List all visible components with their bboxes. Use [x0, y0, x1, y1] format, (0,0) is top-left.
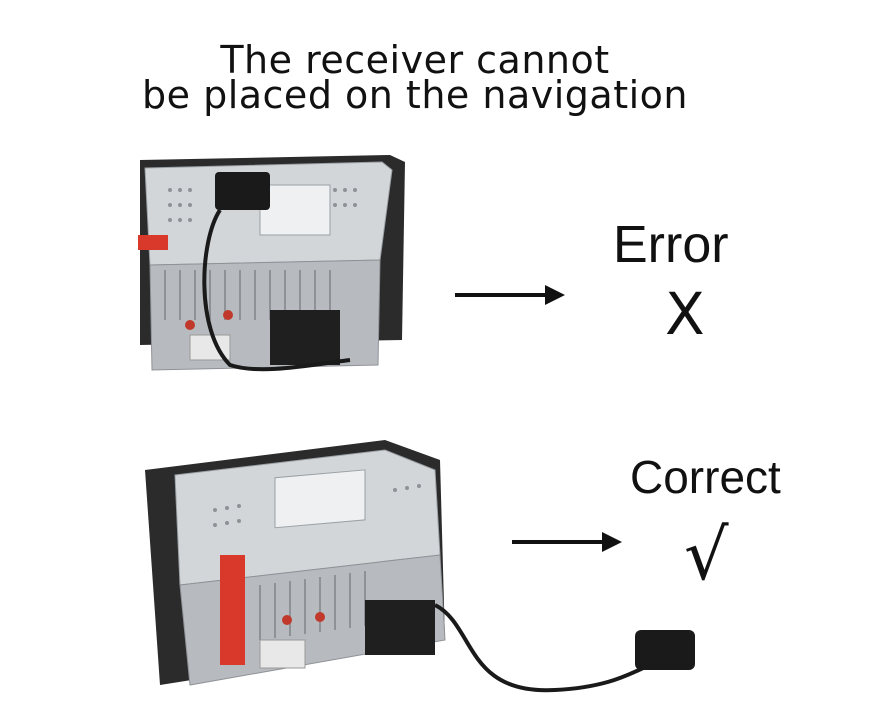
error-label: Error [613, 216, 729, 274]
cross-icon: X [665, 280, 705, 348]
head-unit-incorrect-image [138, 155, 405, 372]
title-line-2: be placed on the navigation [142, 73, 688, 117]
check-icon: √ [684, 514, 729, 596]
title-line-1: The receiver cannot [220, 38, 610, 82]
head-unit-correct-image [145, 440, 695, 693]
correct-label: Correct [630, 451, 781, 503]
arrow-right-icon [512, 532, 622, 552]
arrow-right-icon [455, 285, 565, 305]
